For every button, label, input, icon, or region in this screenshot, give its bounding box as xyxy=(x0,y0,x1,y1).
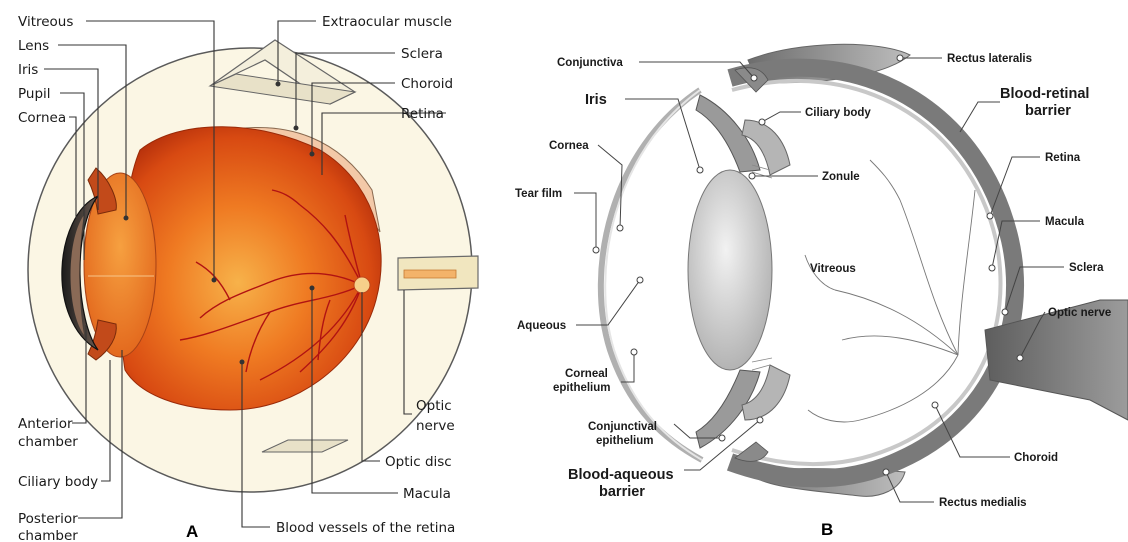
label-a-blood-vessels: Blood vessels of the retina xyxy=(276,520,455,536)
label-b-corneal-epithelium-1: Corneal xyxy=(565,368,608,380)
optic-disc-shape xyxy=(354,277,370,293)
label-a-macula: Macula xyxy=(403,486,451,502)
label-b-rectus-medialis: Rectus medialis xyxy=(939,497,1027,509)
label-a-optic-nerve-1: Optic xyxy=(416,398,452,414)
label-a-iris: Iris xyxy=(18,62,38,78)
label-a-sclera: Sclera xyxy=(401,46,443,62)
label-b-retina: Retina xyxy=(1045,152,1081,164)
lens-b xyxy=(688,170,772,370)
label-b-vitreous: Vitreous xyxy=(810,263,856,275)
cornea-b xyxy=(601,90,702,460)
label-b-choroid: Choroid xyxy=(1014,452,1058,464)
label-b-blood-retinal-barrier-2: barrier xyxy=(1025,103,1071,119)
label-a-choroid: Choroid xyxy=(401,76,453,92)
panel-b-diagram: Conjunctiva Iris Cornea Tear film Aqueou… xyxy=(515,44,1128,539)
label-b-conjunctival-epithelium-1: Conjunctival xyxy=(588,421,657,433)
label-a-posterior-chamber-2: chamber xyxy=(18,528,78,542)
panel-a-letter: A xyxy=(186,522,198,541)
label-a-optic-disc: Optic disc xyxy=(385,454,452,470)
label-b-sclera: Sclera xyxy=(1069,262,1104,274)
label-a-pupil: Pupil xyxy=(18,86,51,102)
label-b-tear-film: Tear film xyxy=(515,188,562,200)
label-b-blood-aqueous-barrier-2: barrier xyxy=(599,484,645,500)
label-b-conjunctival-epithelium-2: epithelium xyxy=(596,435,654,447)
label-a-anterior-chamber-1: Anterior xyxy=(18,416,73,432)
label-b-ciliary-body: Ciliary body xyxy=(805,107,871,119)
label-a-retina: Retina xyxy=(401,106,444,122)
label-a-lens: Lens xyxy=(18,38,49,54)
label-a-cornea: Cornea xyxy=(18,110,66,126)
retinal-vessels-b xyxy=(805,160,975,422)
panel-b-letter: B xyxy=(821,520,833,539)
label-a-vitreous: Vitreous xyxy=(18,14,73,30)
panel-a-diagram: Vitreous Lens Iris Pupil Cornea Anterior… xyxy=(18,14,478,542)
label-a-posterior-chamber-1: Posterior xyxy=(18,511,78,527)
label-a-anterior-chamber-2: chamber xyxy=(18,434,78,450)
label-b-optic-nerve: Optic nerve xyxy=(1048,307,1111,319)
label-b-conjunctiva: Conjunctiva xyxy=(557,57,623,69)
label-b-iris: Iris xyxy=(585,92,607,108)
label-b-macula: Macula xyxy=(1045,216,1085,228)
label-b-blood-retinal-barrier-1: Blood-retinal xyxy=(1000,86,1089,102)
label-b-cornea: Cornea xyxy=(549,140,589,152)
label-b-blood-aqueous-barrier-1: Blood-aqueous xyxy=(568,467,674,483)
label-a-extraocular-muscle: Extraocular muscle xyxy=(322,14,452,30)
label-b-aqueous: Aqueous xyxy=(517,320,566,332)
label-b-corneal-epithelium-2: epithelium xyxy=(553,382,611,394)
label-a-optic-nerve-2: nerve xyxy=(416,418,455,434)
label-b-rectus-lateralis: Rectus lateralis xyxy=(947,53,1032,65)
label-a-ciliary-body: Ciliary body xyxy=(18,474,98,490)
label-b-zonule: Zonule xyxy=(822,171,860,183)
